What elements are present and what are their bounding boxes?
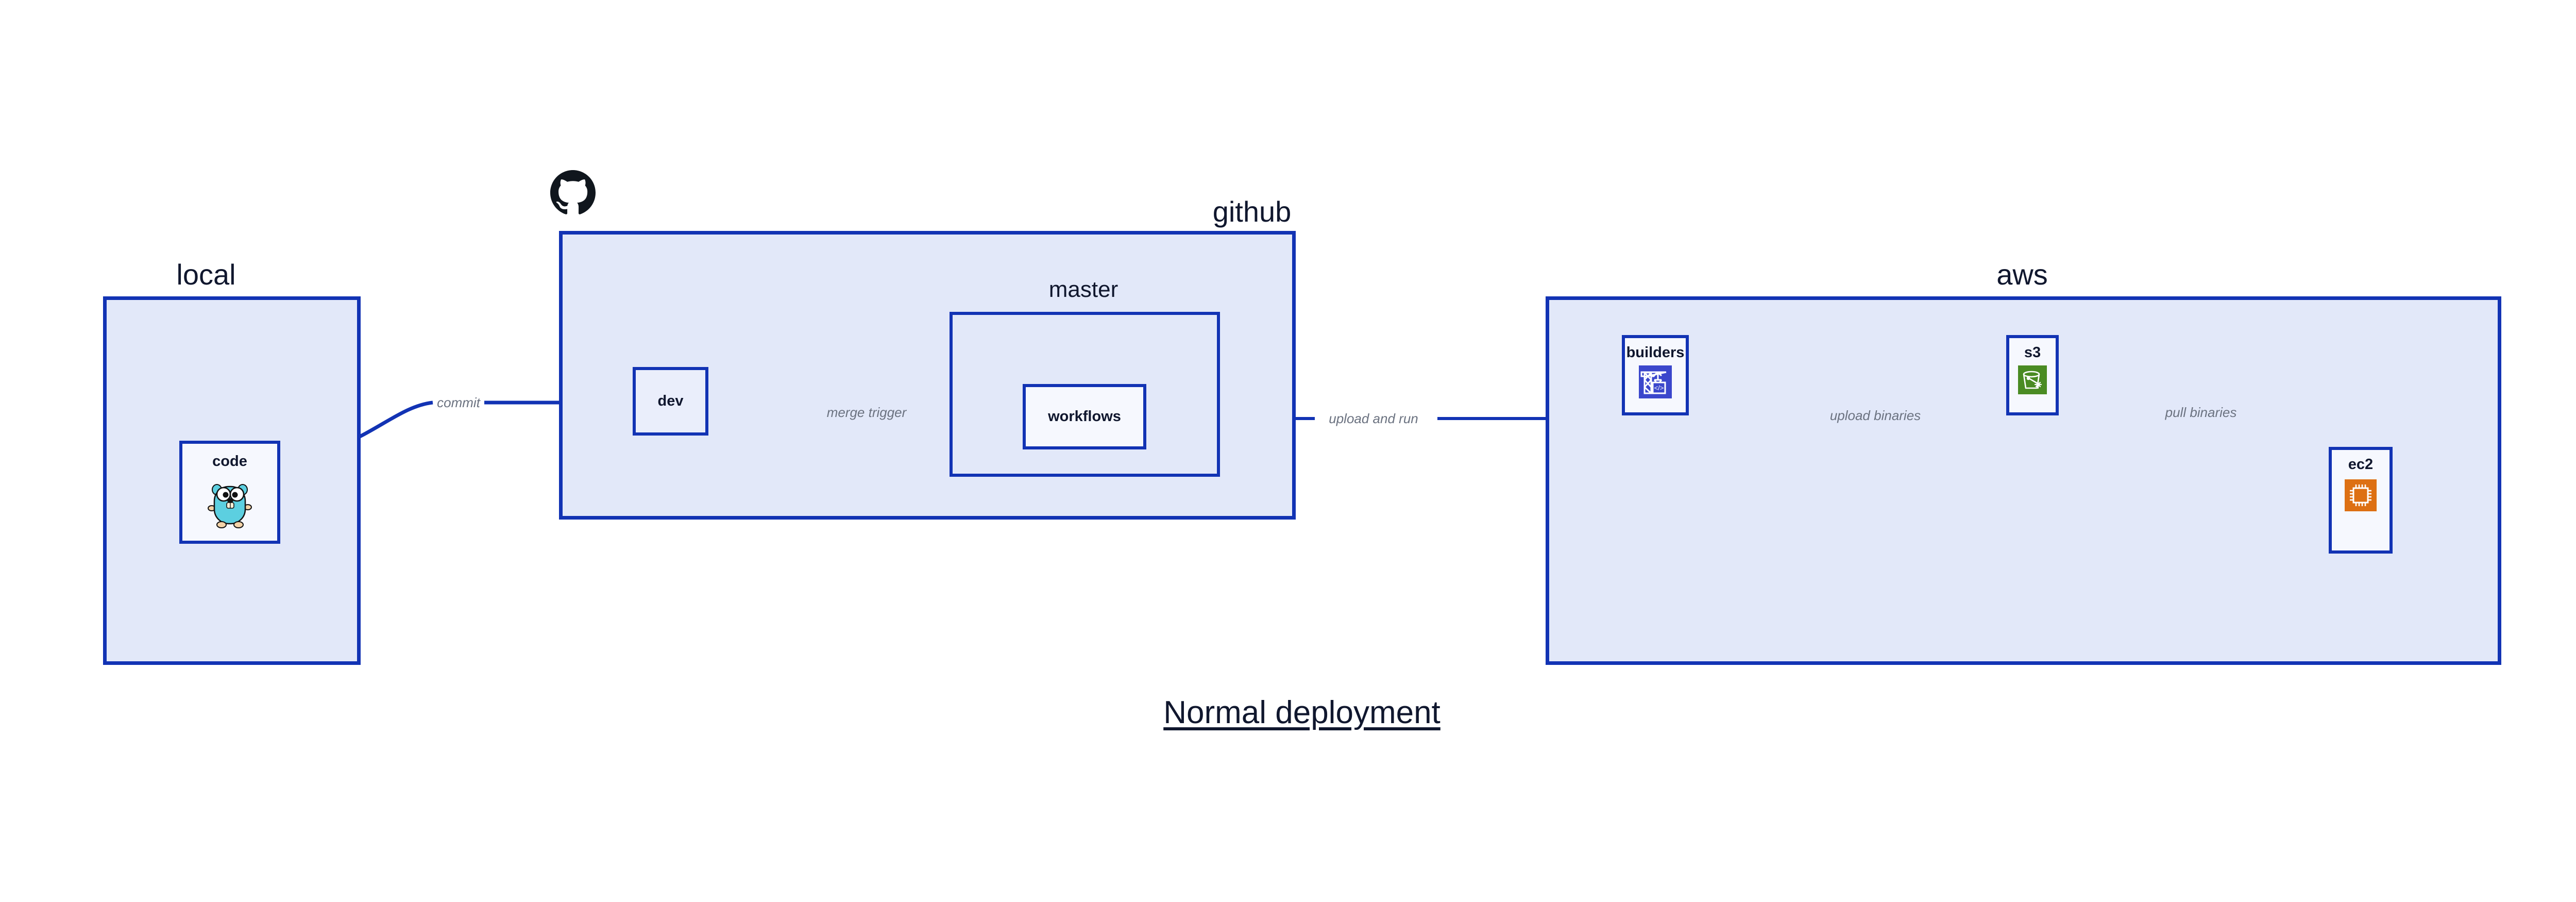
- edge-label-merge-trigger: merge trigger: [824, 406, 909, 419]
- group-label-github: github: [1212, 195, 1292, 228]
- node-label-s3: s3: [2024, 344, 2041, 361]
- edge-label-upload-binaries: upload binaries: [1827, 409, 1923, 422]
- group-label-aws: aws: [1996, 258, 2048, 291]
- node-ec2[interactable]: ec2: [2329, 447, 2393, 554]
- node-label-code: code: [212, 453, 247, 470]
- node-label-dev: dev: [657, 393, 684, 409]
- cpu-chip-icon: [2345, 479, 2377, 514]
- node-code[interactable]: code: [179, 441, 280, 544]
- edge-label-commit: commit: [435, 396, 482, 409]
- node-label-ec2: ec2: [2348, 456, 2374, 473]
- node-workflows[interactable]: workflows: [1023, 384, 1146, 449]
- node-label-workflows: workflows: [1048, 408, 1121, 425]
- group-label-local: local: [176, 258, 236, 291]
- node-label-builders: builders: [1626, 344, 1685, 361]
- page-title: Normal deployment: [1163, 695, 1440, 730]
- s3-bucket-icon: [2018, 365, 2047, 397]
- group-label-master: master: [1048, 277, 1118, 302]
- svg-text:</>: </>: [1654, 384, 1664, 392]
- github-octocat-icon: [550, 170, 596, 215]
- crane-code-icon: </>: [1639, 365, 1672, 401]
- go-gopher-icon: [206, 477, 253, 531]
- node-builders[interactable]: builders: [1622, 335, 1689, 415]
- node-s3[interactable]: s3: [2006, 335, 2059, 415]
- node-dev[interactable]: dev: [633, 367, 708, 436]
- edge-label-upload-and-run: upload and run: [1327, 412, 1420, 425]
- edge-label-pull-binaries: pull binaries: [2163, 406, 2239, 419]
